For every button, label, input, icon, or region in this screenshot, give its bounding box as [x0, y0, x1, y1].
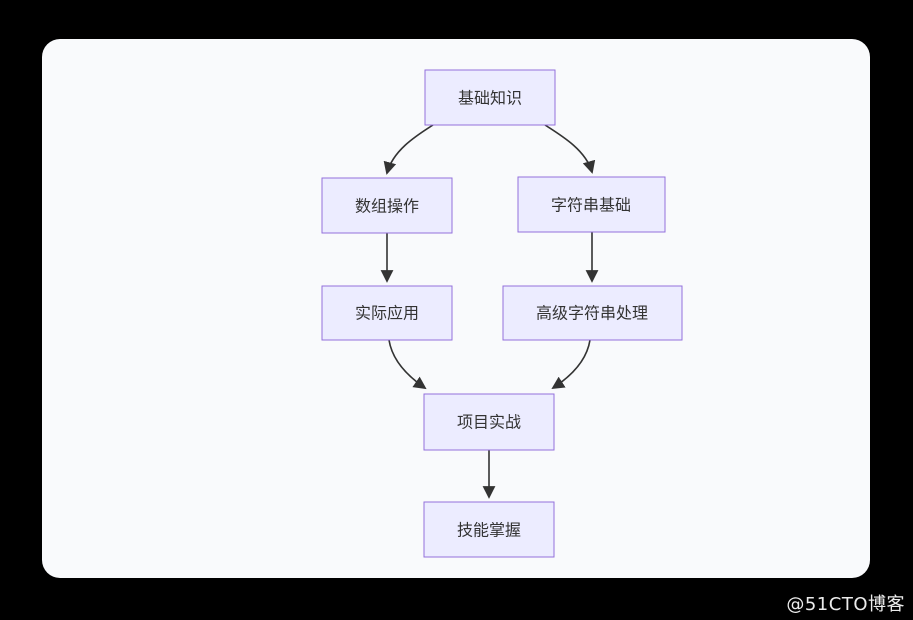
node-basics-label: 基础知识 — [458, 89, 522, 108]
node-practical-label: 实际应用 — [355, 304, 419, 323]
node-project-label: 项目实战 — [457, 413, 521, 432]
node-advanced-strings-label: 高级字符串处理 — [536, 304, 648, 323]
node-practical-box — [321, 285, 453, 341]
node-mastery: 技能掌握 — [423, 501, 555, 558]
edge-practical-project — [388, 339, 427, 390]
watermark: @51CTO博客 — [786, 594, 905, 615]
node-strings-box — [517, 176, 666, 233]
edge-basics-strings — [544, 124, 596, 174]
node-project: 项目实战 — [423, 393, 555, 451]
node-advanced-strings-box — [502, 285, 683, 341]
node-arrays-box — [321, 177, 453, 234]
node-arrays: 数组操作 — [321, 177, 453, 234]
edge-basics-arrays — [383, 124, 434, 175]
diagram-canvas: 基础知识 数组操作 字符串基础 实际应用 高级字符串处理 项目实战 — [42, 39, 870, 578]
edge-advanced-strings-project — [551, 339, 591, 390]
node-arrays-label: 数组操作 — [355, 197, 419, 216]
node-mastery-label: 技能掌握 — [457, 521, 521, 540]
node-strings: 字符串基础 — [517, 176, 666, 233]
node-practical: 实际应用 — [321, 285, 453, 341]
node-advanced-strings: 高级字符串处理 — [502, 285, 683, 341]
node-basics: 基础知识 — [424, 69, 556, 126]
node-basics-box — [424, 69, 556, 126]
node-strings-label: 字符串基础 — [551, 196, 631, 215]
node-project-box — [423, 393, 555, 451]
flowchart-svg: 基础知识 数组操作 字符串基础 实际应用 高级字符串处理 项目实战 — [321, 69, 683, 558]
node-mastery-box — [423, 501, 555, 558]
